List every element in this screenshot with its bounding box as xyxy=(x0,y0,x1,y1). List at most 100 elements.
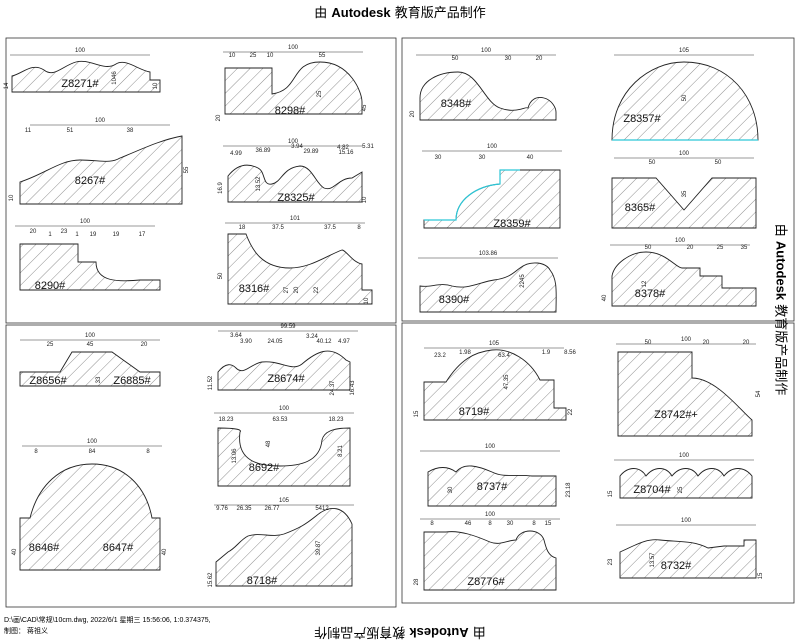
dimension-label: 16.43 xyxy=(350,380,356,396)
dimension-label: 4.99 xyxy=(230,151,242,157)
dimension-label: 100 xyxy=(481,48,492,54)
dimension-label: 26.35 xyxy=(236,506,252,512)
profile-8647: 8647# xyxy=(103,542,134,554)
dimension-label: 37.5 xyxy=(272,225,284,231)
dimension-label: 5.31 xyxy=(362,144,374,150)
dimension-label: 25 xyxy=(317,90,323,97)
dimension-label: 63.4 xyxy=(498,353,510,359)
profile-id-label: 8316# xyxy=(239,283,270,295)
dimension-label: 11.52 xyxy=(208,375,214,390)
profile-id-label: Z8325# xyxy=(277,192,315,204)
dimension-label: 100 xyxy=(80,219,91,225)
profile-Z6885: Z6885# xyxy=(113,375,151,387)
dimension-label: 55 xyxy=(184,166,190,173)
dimension-label: 4.97 xyxy=(338,339,350,345)
dimension-label: 25 xyxy=(717,245,724,251)
dimension-label: 3.64 xyxy=(230,333,242,339)
dimension-label: 50 xyxy=(715,160,722,166)
dimension-label: 20 xyxy=(141,342,148,348)
dimension-label: 19 xyxy=(113,232,120,238)
dimension-label: 15 xyxy=(758,572,764,579)
dimension-label: 100 xyxy=(75,48,86,54)
dimension-label: 20 xyxy=(294,286,300,293)
quadrant-frame-bottom-left xyxy=(5,324,397,608)
dimension-label: 100 xyxy=(279,406,290,412)
dimension-label: 20 xyxy=(410,110,416,117)
dimension-label: 8 xyxy=(532,521,536,527)
profile-id-label: 8298# xyxy=(275,105,306,117)
profile-id-label: Z8271# xyxy=(61,78,99,90)
dimension-label: 12 xyxy=(642,280,648,287)
profile-outline xyxy=(19,351,161,387)
dimension-label: 84 xyxy=(89,449,96,455)
profile-id-label: Z8704# xyxy=(633,484,671,496)
profile-id-label: Z6885# xyxy=(113,375,151,387)
profile-outline xyxy=(217,350,351,391)
dimension-label: 30 xyxy=(435,155,442,161)
profile-id-label: 8732# xyxy=(661,560,692,572)
dimension-label: 33 xyxy=(96,376,102,383)
profile-id-label: 8718# xyxy=(247,575,278,587)
dimension-label: 105 xyxy=(489,341,500,347)
dimension-label: 20 xyxy=(743,340,750,346)
profile-id-label: Z8674# xyxy=(267,373,305,385)
dimension-label: 1 xyxy=(75,232,79,238)
dimension-label: 8.56 xyxy=(564,350,576,356)
dimension-label: 27 xyxy=(284,286,290,293)
dimension-label: 20 xyxy=(30,229,37,235)
profile-id-label: 8719# xyxy=(459,406,490,418)
dimension-label: 36.89 xyxy=(255,148,271,154)
dimension-label: 20 xyxy=(687,245,694,251)
dimension-label: 100 xyxy=(85,333,96,339)
file-path-footer: D:\画\CAD\常规\10cm.dwg, 2022/6/1 星期三 15:56… xyxy=(4,617,211,624)
profile-outline xyxy=(611,177,757,229)
dimension-label: 9.76 xyxy=(216,506,228,512)
dimension-label: 1046 xyxy=(112,71,118,85)
dimension-label: 3.90 xyxy=(240,339,252,345)
profile-outline xyxy=(19,243,161,291)
dimension-label: 30 xyxy=(448,486,454,493)
dimension-label: 100 xyxy=(95,118,106,124)
profile-id-label: Z8742#+ xyxy=(654,409,698,421)
dimension-label: 40 xyxy=(162,548,168,555)
dimension-label: 47.35 xyxy=(504,374,510,390)
dimension-label: 99.59 xyxy=(280,324,296,330)
dimension-label: 40 xyxy=(527,155,534,161)
watermark-top: 由 Autodesk 教育版产品制作 xyxy=(314,5,486,21)
dimension-label: 10 xyxy=(9,194,15,201)
profile-outline xyxy=(611,61,759,141)
dimension-label: 50 xyxy=(682,94,688,101)
dimension-label: 23.18 xyxy=(566,482,572,498)
dimension-label: 3.24 xyxy=(306,334,318,340)
dimension-label: 15.16 xyxy=(338,150,354,156)
dimension-label: 50 xyxy=(645,340,652,346)
profile-id-label: 8348# xyxy=(441,98,472,110)
dimension-label: 30 xyxy=(505,56,512,62)
dimension-label: 16.9 xyxy=(218,182,224,194)
profile-id-label: 8647# xyxy=(103,542,134,554)
dimension-label: 50 xyxy=(218,272,224,279)
dimension-label: 10 xyxy=(364,297,370,304)
dimension-label: 39.87 xyxy=(316,540,322,556)
dimension-label: 20 xyxy=(536,56,543,62)
profile-id-label: 8290# xyxy=(35,280,66,292)
profile-outline xyxy=(11,60,161,93)
profile-outline xyxy=(619,468,753,499)
profile-outline xyxy=(427,465,557,507)
dimension-label: 63.53 xyxy=(272,417,288,423)
profile-outline xyxy=(419,71,557,121)
quadrant-frame-top-right xyxy=(401,37,795,322)
dimension-label: 25 xyxy=(678,486,684,493)
dimension-label: 105 xyxy=(679,48,690,54)
dimension-label: 100 xyxy=(681,518,692,524)
dimension-label: 100 xyxy=(485,444,496,450)
dimension-label: 8 xyxy=(488,521,492,527)
dimension-label: 4.82 xyxy=(337,145,349,151)
dimension-label: 23 xyxy=(61,229,68,235)
